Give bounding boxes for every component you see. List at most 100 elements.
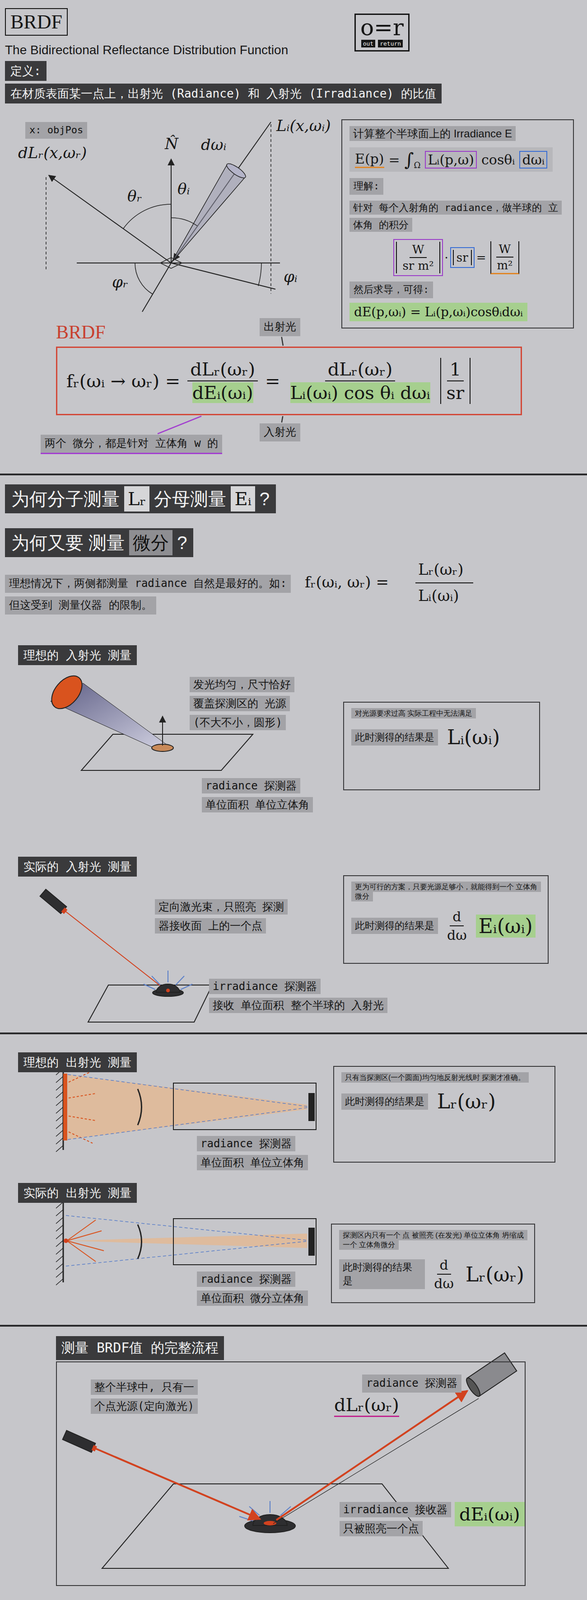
reflection-geometry — [76, 262, 280, 264]
leader-connector — [157, 415, 202, 434]
fraction: 1sr — [443, 358, 468, 403]
subsection-tag: 理想的 出射光 测量 — [18, 1051, 137, 1072]
title-box: BRDF — [4, 8, 68, 36]
denominator: m² — [493, 257, 516, 272]
node-text: 理想的 出射光 测量 — [23, 1054, 132, 1069]
full-measurement-setup — [62, 1429, 96, 1452]
note-tag: 理解: — [349, 177, 384, 195]
node-text: 出射光 — [263, 320, 297, 333]
real-outgoing-setup — [65, 1239, 312, 1266]
laser-incoming-setup — [156, 983, 180, 992]
laser-incoming-setup — [180, 983, 193, 989]
laser-incoming-setup — [151, 975, 161, 985]
denominator: sr — [443, 381, 468, 403]
real-outgoing-setup — [308, 1227, 315, 1255]
denominator: dEᵢ(ωᵢ) — [189, 381, 257, 403]
callout-tag: 入射光 — [259, 423, 301, 442]
numerator: dLᵣ(ωᵣ) — [325, 358, 396, 382]
unit-equation: Wsr m²·sr=Wm² — [395, 241, 519, 275]
real-outgoing-setup — [67, 1232, 308, 1248]
text-group: 单位面积 单位立体角 — [201, 794, 313, 814]
formula-part: Lᵢ(ωᵢ) — [418, 586, 460, 605]
node-text: dLᵣ(ωᵣ) — [190, 358, 256, 380]
denominator: dω — [444, 925, 470, 943]
real-outgoing-setup — [137, 1223, 142, 1258]
reflection-geometry — [48, 175, 172, 263]
ideal-incoming-setup — [45, 669, 89, 714]
ideal-outgoing-setup — [68, 1115, 96, 1120]
text-group: 1sr — [440, 357, 471, 404]
real-outgoing-setup — [63, 1237, 69, 1243]
text-group: 为何又要 测量微分? — [11, 529, 187, 555]
node-text: 定义: — [10, 64, 42, 78]
text-group: 针对 每个入射角的 radiance，做半球的 立体角 的积分 — [349, 199, 567, 234]
math-symbol: Lᵢ(x,ωᵢ) — [276, 116, 331, 136]
node-text: 为何又要 测量 — [11, 529, 125, 555]
full-measurement-setup — [239, 1515, 253, 1520]
full-measurement-setup — [273, 1397, 479, 1523]
node-text: 对光源要求过高 实际工程中无法满足 — [351, 707, 476, 718]
note-tag: 但这受到 测量仪器 的限制。 — [4, 596, 157, 615]
note-tag: 然后求导，可得: — [349, 281, 434, 299]
text-group: Wsr m² — [395, 241, 440, 274]
callout-tag: 两个 微分，都是针对 立体角 w 的 — [40, 434, 223, 454]
formula-title: BRDF — [55, 320, 106, 344]
note-text: 针对 每个入射角的 radiance，做半球的 立体角 的积分 — [349, 199, 567, 234]
fraction: dLᵣ(ωᵣ)Lᵢ(ωᵢ) cos θᵢ dωᵢ — [287, 358, 434, 403]
subsection-tag: 实际的 出射光 测量 — [18, 1182, 137, 1202]
real-outgoing-setup — [173, 1217, 317, 1264]
node-text: out — [361, 39, 376, 48]
full-measurement-setup — [95, 1447, 261, 1519]
text-group: E(p)=∫ΩLᵢ(p,ω)cosθᵢdωᵢ — [354, 149, 548, 170]
text-group: 此时测得的结果是Lᵣ(ωᵣ) — [341, 1089, 548, 1113]
node-text: = — [476, 250, 487, 265]
reflection-geometry — [45, 177, 47, 271]
laser-incoming-setup — [167, 969, 169, 982]
laser-incoming-setup — [143, 983, 156, 989]
note-tag: 理想情况下，两侧都测量 radiance 自然是最好的。如: — [4, 574, 291, 593]
reflection-geometry — [270, 124, 272, 294]
irradiance-panel: 计算整个半球面上的 Irradiance EE(p)=∫ΩLᵢ(p,ω)cosθ… — [341, 119, 574, 329]
fraction-bar — [415, 582, 474, 583]
node-text: 只被照亮一个点 — [339, 1519, 423, 1536]
node-text: radiance 探测器 — [366, 1375, 458, 1389]
node-text: fᵣ(ωᵢ → ωᵣ) = — [66, 370, 181, 392]
denominator: dω — [431, 1273, 457, 1291]
text-group: 探测区内只有一个 点 被照亮 (在发光) 单位立体角 坍缩成一个 立体角微分 — [339, 1229, 527, 1249]
callout-tag: 出射光 — [259, 317, 301, 336]
laser-incoming-setup — [63, 908, 168, 992]
reflection-geometry — [170, 158, 172, 263]
node-text: x: objPos — [29, 124, 84, 136]
node-text: 此时测得的结果是 — [351, 917, 438, 934]
section-divider — [0, 1323, 587, 1326]
reflection-geometry — [224, 161, 248, 181]
leader-connector — [281, 415, 283, 423]
position-tag: x: objPos — [25, 121, 88, 139]
node-text: · — [444, 250, 449, 265]
numerator: W — [496, 242, 514, 258]
text-group: 对光源要求过高 实际工程中无法满足 — [351, 708, 532, 718]
definition-bar: 在材质表面某一点上，出射光 (Radiance) 和 入射光 (Irradian… — [4, 83, 442, 104]
math-symbol: dLᵣ(x,ωᵣ) — [18, 143, 87, 163]
reflection-geometry — [123, 204, 172, 229]
ideal-outgoing-setup — [67, 1106, 312, 1139]
node-text: 针对 每个入射角的 radiance，做半球的 立体角 的积分 — [349, 200, 562, 233]
full-measurement-setup — [269, 1500, 271, 1512]
node-text: sr m² — [402, 258, 434, 273]
formula-part: Lᵣ(ωᵣ) — [418, 559, 464, 579]
ideal-incoming-setup — [162, 715, 164, 746]
node-text: 实际的 出射光 测量 — [23, 1185, 132, 1199]
laser-incoming-setup — [143, 969, 193, 989]
text-group: 定向激光束，只照亮 探测器接收面 上的一个点 — [154, 896, 291, 935]
node-text: 发光均匀，尺寸恰好 覆盖探测区的 光源 (不大不小，圆形) — [189, 676, 295, 730]
reflection-geometry — [258, 262, 262, 286]
note-text: 发光均匀，尺寸恰好 覆盖探测区的 光源 (不大不小，圆形) — [189, 674, 299, 732]
node-text: radiance 探测器 — [196, 1270, 296, 1286]
text-group: 单位面积 微分立体角 — [196, 1287, 308, 1307]
node-text: W — [498, 242, 512, 256]
fraction: dLᵣ(ωᵣ)dEᵢ(ωᵢ) — [187, 358, 258, 403]
node-text: = — [388, 151, 401, 168]
node-text: 为何分子测量 — [11, 485, 120, 512]
node-text: 更为可行的方案，只要光源足够小，就能得到一个 立体角微分 — [351, 880, 541, 901]
reflection-geometry — [171, 262, 276, 289]
